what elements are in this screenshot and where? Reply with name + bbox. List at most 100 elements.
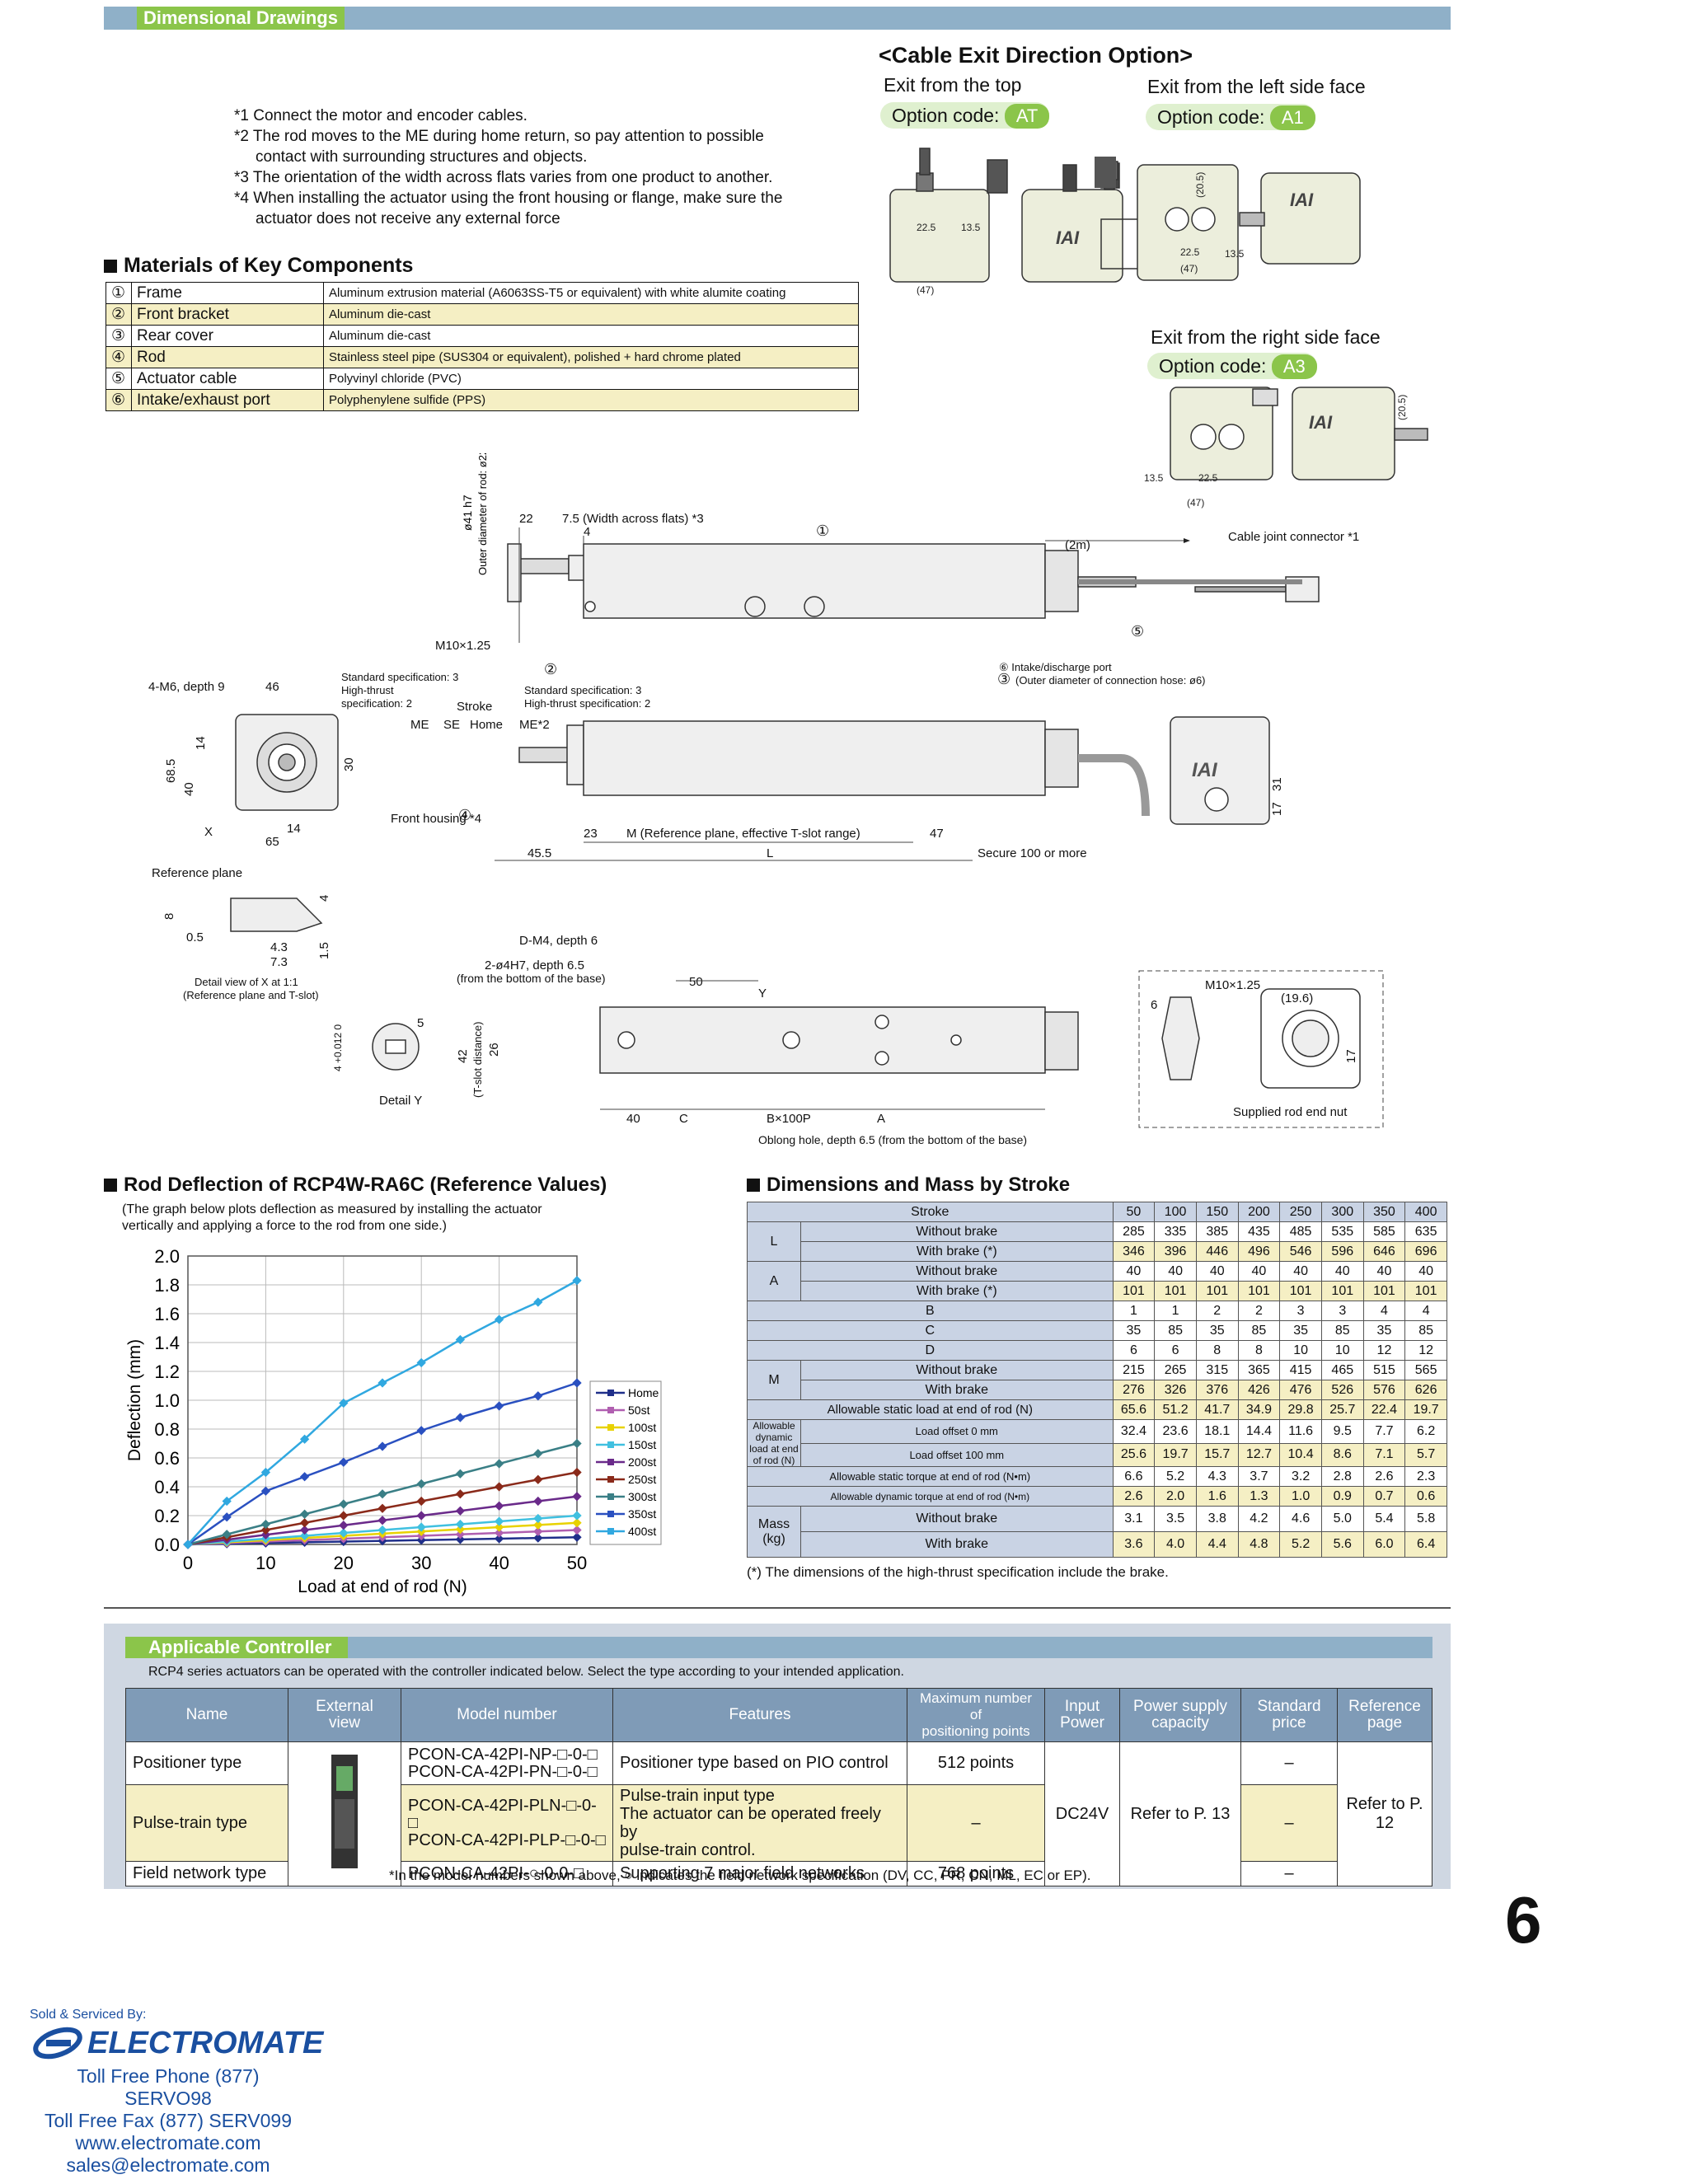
legend-marker (607, 1493, 614, 1500)
data-point (572, 1525, 582, 1535)
data-point (183, 1540, 193, 1549)
data-point (299, 1509, 310, 1519)
legend-marker (607, 1476, 614, 1483)
svg-text:13.5: 13.5 (1144, 472, 1164, 484)
svg-text:Standard specification: 3: Standard specification: 3 (524, 684, 641, 696)
svg-text:Stroke: Stroke (457, 700, 492, 714)
svg-text:22.5: 22.5 (1198, 472, 1218, 484)
svg-text:13.5: 13.5 (961, 222, 981, 233)
svg-text:4.3: 4.3 (270, 940, 288, 954)
y-tick-label: 0.4 (154, 1477, 180, 1497)
section-title: Dimensional Drawings (137, 7, 345, 30)
svg-text:Detail Y: Detail Y (379, 1094, 422, 1108)
svg-text:46: 46 (265, 680, 279, 694)
data-point (222, 1512, 232, 1522)
data-point (572, 1467, 582, 1478)
svg-text:①: ① (816, 523, 829, 539)
svg-text:5: 5 (417, 1016, 424, 1030)
svg-text:D-M4, depth 6: D-M4, depth 6 (519, 934, 598, 948)
y-tick-label: 0.8 (154, 1419, 180, 1440)
data-point (494, 1516, 504, 1526)
y-tick-label: 0.6 (154, 1448, 180, 1469)
svg-text:8: 8 (162, 913, 176, 920)
materials-title: Materials of Key Components (104, 254, 413, 278)
data-point (455, 1530, 466, 1540)
x-tick-label: 30 (411, 1553, 431, 1573)
svg-text:42: 42 (456, 1049, 470, 1063)
svg-text:⑥ Intake/discharge port: ⑥ Intake/discharge port (999, 661, 1112, 673)
legend-label: 400st (628, 1525, 656, 1538)
data-point (494, 1401, 504, 1411)
dims-footnote: (*) The dimensions of the high-thrust sp… (747, 1564, 1169, 1580)
cable-exit-drawings: IAI IAI IAI 22.5 13.5 (47) 22.5 13.5 (47… (889, 148, 1428, 509)
controller-image (288, 1741, 401, 1886)
y-tick-label: 0.0 (154, 1535, 180, 1555)
table-row: Positioner type PCON-CA-42PI-NP-□-0-□PCO… (125, 1741, 1432, 1886)
technical-drawing: IAI ø41 h7 Outer diameter of rod: ø22 22… (148, 453, 1384, 1146)
dims-title: Dimensions and Mass by Stroke (747, 1174, 1070, 1197)
svg-text:1.5: 1.5 (317, 942, 331, 959)
legend-label: 350st (628, 1507, 656, 1521)
svg-text:Front housing *4: Front housing *4 (391, 812, 481, 826)
svg-text:14: 14 (194, 736, 208, 750)
data-point (299, 1525, 310, 1535)
legend-marker (607, 1441, 614, 1448)
svg-text:(from the bottom of the base): (from the bottom of the base) (457, 972, 606, 985)
data-point (339, 1457, 349, 1467)
legend-label: 250st (628, 1473, 656, 1486)
data-point (455, 1334, 466, 1345)
data-point (533, 1520, 543, 1530)
data-point (494, 1534, 504, 1544)
svg-text:B×100P: B×100P (767, 1112, 811, 1126)
data-point (455, 1524, 466, 1535)
svg-text:M (Reference plane, effective: M (Reference plane, effective T-slot ran… (626, 827, 860, 841)
data-point (572, 1518, 582, 1528)
data-point (416, 1522, 426, 1532)
svg-text:Cable joint connector *1: Cable joint connector *1 (1228, 530, 1359, 544)
electromate-logo-icon (33, 2027, 82, 2060)
data-point (260, 1525, 271, 1535)
data-point (455, 1535, 466, 1544)
data-point (260, 1467, 271, 1478)
table-row: Allowable static torque at end of rod (N… (747, 1466, 1447, 1487)
legend-marker (607, 1407, 614, 1413)
y-axis-label: Deflection (mm) (125, 1339, 144, 1461)
iai-logo: IAI (1056, 227, 1080, 248)
svg-text:50: 50 (689, 975, 703, 989)
svg-text:(20.5): (20.5) (1396, 395, 1408, 420)
data-point (299, 1518, 310, 1528)
y-tick-label: 1.2 (154, 1361, 180, 1382)
data-point (339, 1398, 349, 1408)
svg-text:Detail view of X at 1:1: Detail view of X at 1:1 (195, 976, 298, 988)
data-point (455, 1489, 466, 1499)
data-point (416, 1357, 426, 1368)
svg-text:17: 17 (1344, 1049, 1358, 1063)
cable-exit-title: <Cable Exit Direction Option> (879, 43, 1193, 68)
svg-text:Supplied rod end nut: Supplied rod end nut (1233, 1105, 1348, 1119)
svg-text:(19.6): (19.6) (1281, 991, 1313, 1005)
data-point (533, 1533, 543, 1543)
x-tick-label: 10 (256, 1553, 275, 1573)
y-tick-label: 1.6 (154, 1304, 180, 1324)
svg-text:⑤: ⑤ (1131, 623, 1144, 640)
svg-text:A: A (877, 1112, 885, 1126)
svg-text:IAI: IAI (1290, 190, 1314, 210)
data-point (339, 1528, 349, 1538)
controller-title: Applicable Controller (125, 1637, 349, 1658)
data-point (533, 1474, 543, 1484)
data-point (572, 1492, 582, 1502)
svg-text:③: ③ (997, 671, 1010, 687)
controller-panel: Applicable Controller RCP4 series actuat… (104, 1624, 1451, 1889)
data-point (260, 1519, 271, 1530)
svg-text:C: C (679, 1112, 688, 1126)
svg-text:45.5: 45.5 (528, 846, 551, 860)
